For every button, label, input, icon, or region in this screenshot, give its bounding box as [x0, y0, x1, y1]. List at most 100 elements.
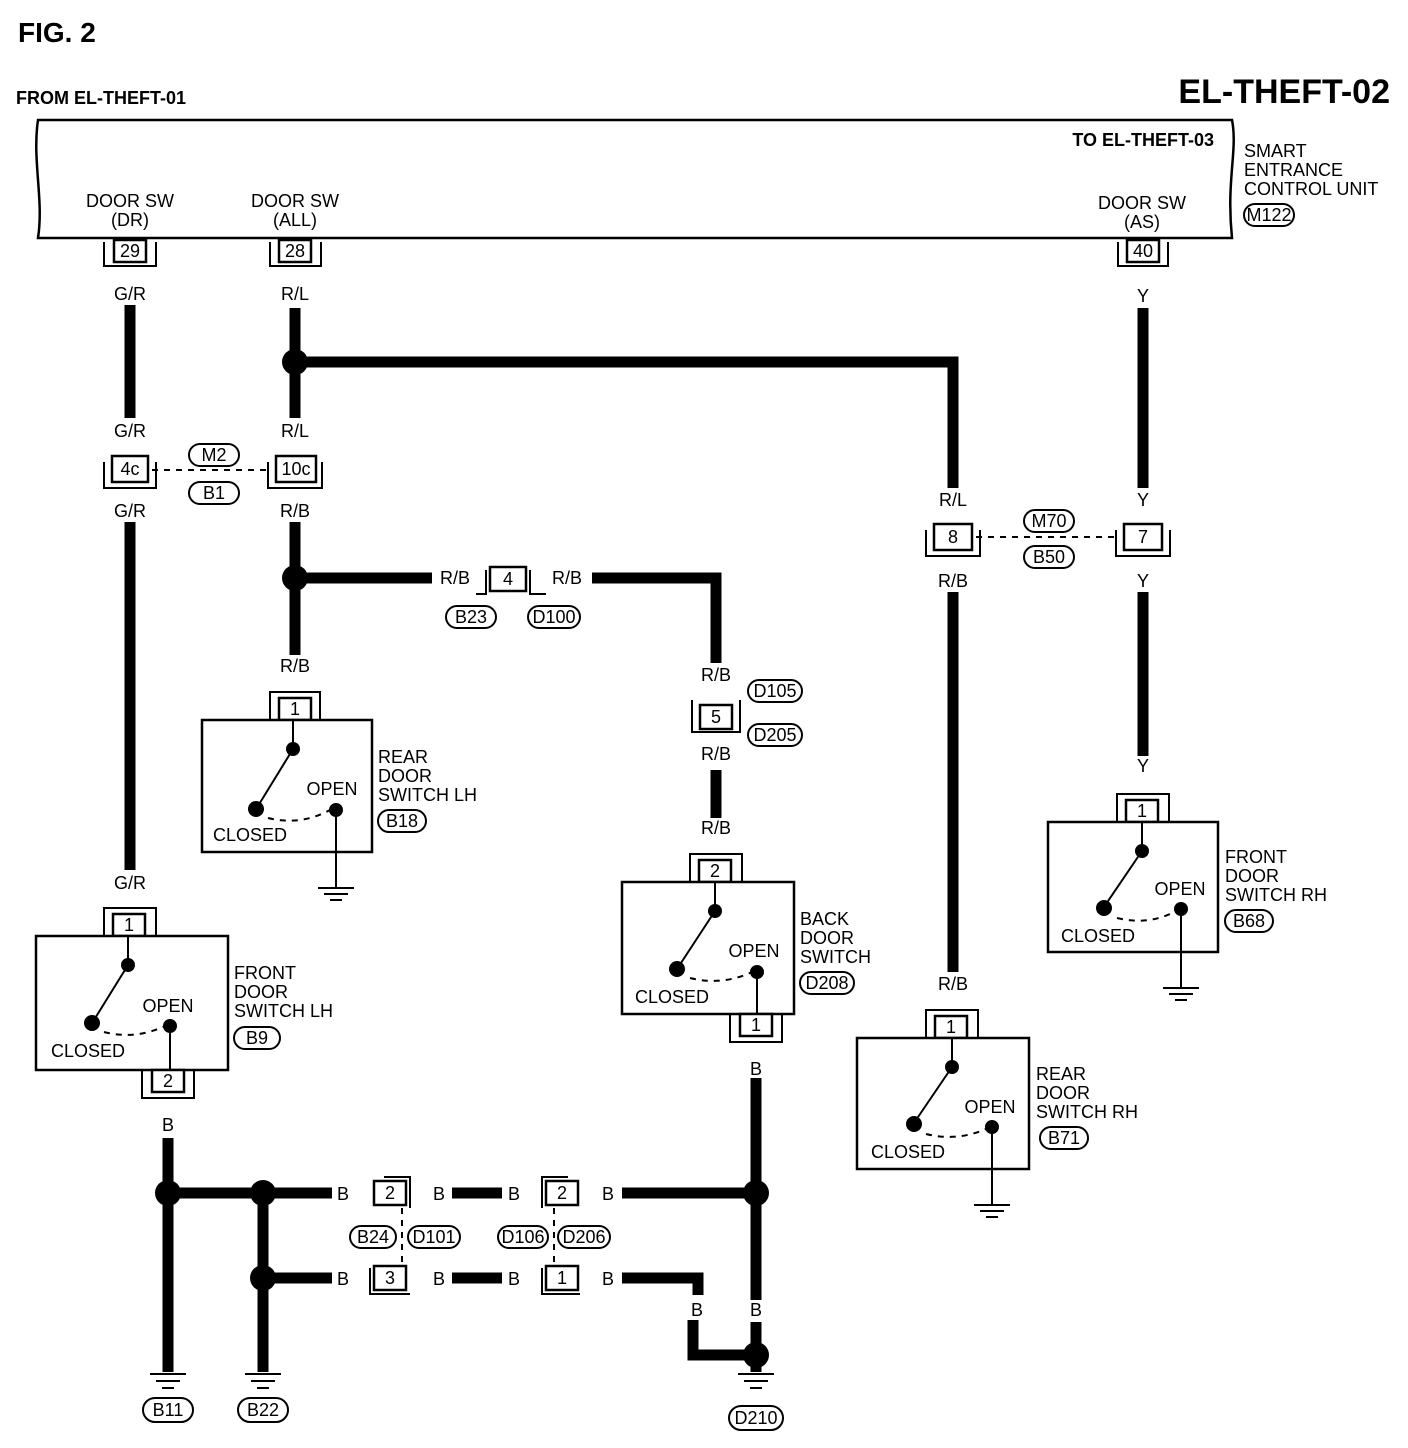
svg-text:B: B: [257, 1346, 269, 1366]
control-unit-name-line2: ENTRANCE: [1244, 160, 1343, 180]
terminal-dr-label-line2: (DR): [111, 210, 149, 230]
front-door-switch-rh: 1 OPEN CLOSED FRONT DOOR SWITCH RH B68: [1046, 793, 1327, 988]
svg-text:B23: B23: [455, 607, 487, 627]
svg-text:1: 1: [751, 1015, 761, 1035]
svg-text:B9: B9: [246, 1028, 268, 1048]
svg-text:B22: B22: [247, 1400, 279, 1420]
svg-text:B: B: [337, 1184, 349, 1204]
svg-text:OPEN: OPEN: [964, 1097, 1015, 1117]
junction-dots: [155, 349, 769, 1368]
terminal-as-label-line1: DOOR SW: [1098, 193, 1186, 213]
svg-text:B: B: [750, 1300, 762, 1320]
control-unit-box: [35, 118, 1235, 240]
svg-text:D210: D210: [734, 1408, 777, 1428]
terminal-as-label-line2: (AS): [1124, 212, 1160, 232]
svg-text:1: 1: [557, 1268, 567, 1288]
svg-text:CLOSED: CLOSED: [635, 987, 709, 1007]
svg-text:G/R: G/R: [114, 421, 146, 441]
connector-b23-d100: 4 B23 D100: [445, 565, 581, 629]
connector-b24-d101: 2 3 B24 D101: [349, 1176, 461, 1295]
svg-text:1: 1: [290, 699, 300, 719]
control-unit-connector: M122: [1246, 205, 1291, 225]
svg-text:SWITCH LH: SWITCH LH: [378, 785, 477, 805]
page-code: EL-THEFT-02: [1178, 73, 1390, 111]
svg-text:B24: B24: [357, 1227, 389, 1247]
svg-text:B: B: [602, 1269, 614, 1289]
svg-text:M70: M70: [1031, 511, 1066, 531]
svg-text:28: 28: [285, 241, 305, 261]
ground-b11: B11: [142, 1373, 194, 1423]
svg-text:B50: B50: [1033, 547, 1065, 567]
switch-ground-symbols: [318, 887, 1199, 1218]
svg-text:40: 40: [1133, 241, 1153, 261]
pin-29: 29: [103, 238, 157, 267]
svg-text:R/L: R/L: [939, 490, 967, 510]
svg-text:FRONT: FRONT: [234, 963, 296, 983]
svg-text:B: B: [162, 1115, 174, 1135]
svg-text:R/B: R/B: [280, 501, 310, 521]
svg-text:4c: 4c: [120, 459, 139, 479]
ground-d210: D210: [728, 1373, 784, 1431]
connector-d105-d205: 5 D105 D205: [691, 679, 803, 747]
wire-b: [162, 1078, 762, 1372]
svg-text:R/B: R/B: [552, 568, 582, 588]
svg-text:R/B: R/B: [701, 665, 731, 685]
svg-text:B: B: [508, 1269, 520, 1289]
wire-rl: [289, 308, 959, 488]
svg-text:B: B: [433, 1269, 445, 1289]
svg-text:DOOR: DOOR: [1225, 866, 1279, 886]
svg-text:B71: B71: [1048, 1128, 1080, 1148]
svg-text:Y: Y: [1137, 571, 1149, 591]
svg-text:B: B: [691, 1300, 703, 1320]
svg-text:2: 2: [710, 861, 720, 881]
svg-text:2: 2: [385, 1183, 395, 1203]
rear-door-switch-lh: 1 OPEN CLOSED REAR DOOR SWITCH LH B18: [200, 691, 477, 888]
svg-text:3: 3: [385, 1268, 395, 1288]
svg-text:R/B: R/B: [938, 974, 968, 994]
svg-text:B: B: [602, 1184, 614, 1204]
svg-text:R/B: R/B: [938, 571, 968, 591]
to-reference: TO EL-THEFT-03: [1072, 130, 1214, 150]
from-reference: FROM EL-THEFT-01: [16, 88, 186, 108]
front-door-switch-lh: 1 OPEN CLOSED FRONT DOOR SWITCH LH B9 2: [34, 907, 333, 1099]
svg-text:Y: Y: [1137, 490, 1149, 510]
svg-text:D101: D101: [412, 1227, 455, 1247]
svg-text:B: B: [337, 1269, 349, 1289]
ground-b22: B22: [237, 1373, 289, 1423]
svg-text:R/B: R/B: [701, 744, 731, 764]
svg-text:B11: B11: [153, 1400, 184, 1420]
wire-color-labels: G/R R/L Y G/R G/R R/L R/B R/B G/R R/B R/…: [114, 284, 1149, 1366]
svg-text:D105: D105: [753, 681, 796, 701]
svg-text:CLOSED: CLOSED: [51, 1041, 125, 1061]
svg-text:B18: B18: [386, 811, 418, 831]
svg-text:DOOR: DOOR: [1036, 1083, 1090, 1103]
svg-text:R/B: R/B: [280, 656, 310, 676]
svg-text:DOOR: DOOR: [800, 928, 854, 948]
svg-text:OPEN: OPEN: [306, 779, 357, 799]
svg-text:CLOSED: CLOSED: [213, 825, 287, 845]
svg-text:B68: B68: [1233, 911, 1265, 931]
svg-text:B: B: [162, 1346, 174, 1366]
svg-text:2: 2: [557, 1183, 567, 1203]
svg-text:Y: Y: [1137, 756, 1149, 776]
svg-text:REAR: REAR: [1036, 1064, 1086, 1084]
svg-text:G/R: G/R: [114, 873, 146, 893]
svg-text:G/R: G/R: [114, 284, 146, 304]
control-unit-connector-badge: [1243, 203, 1295, 227]
control-unit-name-line1: SMART: [1244, 141, 1307, 161]
svg-text:G/R: G/R: [114, 501, 146, 521]
svg-text:29: 29: [120, 241, 140, 261]
svg-text:5: 5: [711, 707, 721, 727]
svg-text:2: 2: [163, 1071, 173, 1091]
svg-text:DOOR: DOOR: [378, 766, 432, 786]
svg-text:R/B: R/B: [701, 818, 731, 838]
svg-text:R/L: R/L: [281, 284, 309, 304]
svg-text:SWITCH RH: SWITCH RH: [1225, 885, 1327, 905]
svg-text:REAR: REAR: [378, 747, 428, 767]
connector-m70-b50: 8 7 M70 B50: [925, 509, 1171, 569]
svg-text:SWITCH RH: SWITCH RH: [1036, 1102, 1138, 1122]
pin-28: 28: [269, 238, 322, 267]
svg-text:OPEN: OPEN: [1154, 879, 1205, 899]
figure-label: FIG. 2: [18, 17, 96, 48]
